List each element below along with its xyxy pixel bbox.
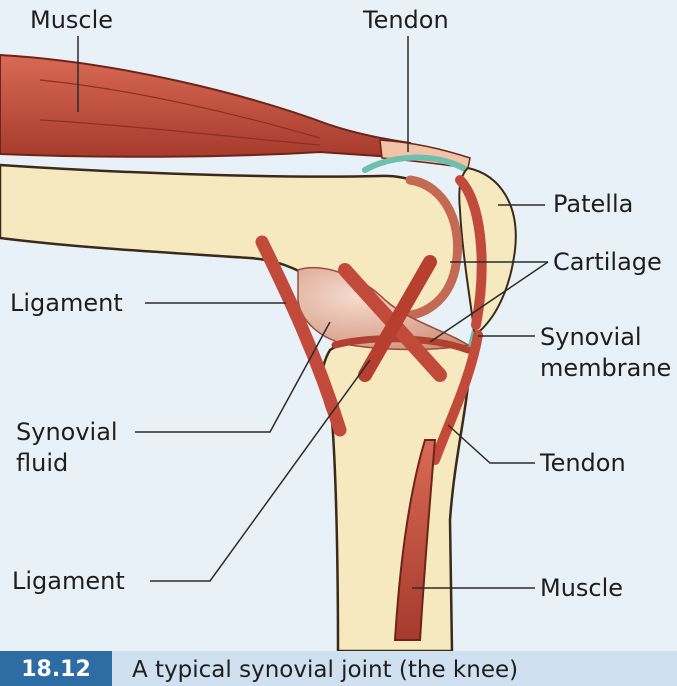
label-patella: Patella (553, 190, 634, 218)
label-synovial-fluid-1: Synovial (16, 418, 118, 446)
upper-muscle (0, 53, 412, 160)
figure-caption: 18.12 A typical synovial joint (the knee… (0, 651, 677, 686)
label-tendon-top: Tendon (363, 6, 449, 34)
label-cartilage: Cartilage (553, 248, 662, 276)
lower-muscle (393, 439, 437, 641)
tibia-bone (320, 334, 472, 651)
label-synovial-membrane-2: membrane (540, 354, 672, 382)
collateral-ligament (255, 235, 347, 437)
knee-joint-diagram (0, 36, 549, 651)
label-muscle-top: Muscle (30, 6, 114, 34)
label-ligament-upper: Ligament (10, 289, 123, 317)
cruciate-ligament-b (358, 255, 437, 382)
femur-cartilage (390, 175, 463, 321)
figure-number: 18.12 (0, 651, 112, 686)
label-muscle-bottom: Muscle (540, 574, 624, 602)
label-tendon-bottom: Tendon (540, 449, 626, 477)
lower-tendon (430, 330, 483, 465)
label-ligament-lower: Ligament (12, 567, 125, 595)
leader-lines (77, 36, 549, 589)
label-synovial-fluid-2: fluid (16, 449, 69, 477)
figure-caption-text: A typical synovial joint (the knee) (132, 657, 519, 683)
label-synovial-membrane-1: Synovial (540, 323, 642, 351)
